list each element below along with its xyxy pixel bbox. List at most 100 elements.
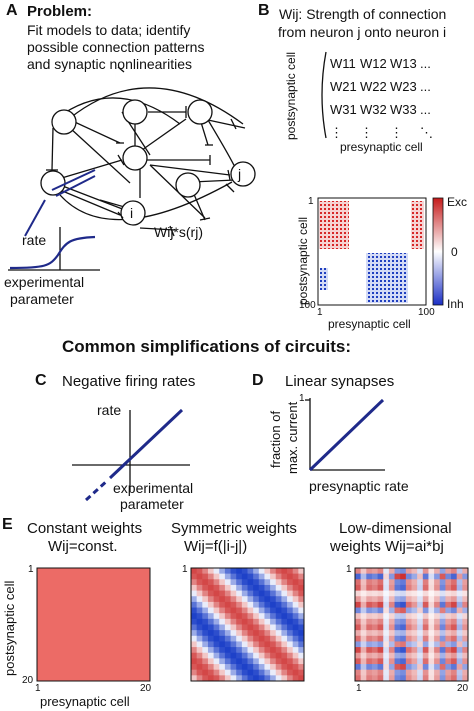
low-dim-cell [456, 652, 463, 659]
low-dim-cell [371, 618, 379, 625]
symmetric-cell [275, 630, 282, 637]
matrix-3-title-2: weights Wij=ai*bj [330, 538, 444, 555]
panel-c-xlabel-2: parameter [120, 496, 184, 512]
symmetric-cell [292, 630, 299, 637]
low-dim-cell [451, 573, 458, 580]
symmetric-cell [247, 658, 254, 665]
low-dim-cell [400, 624, 407, 631]
low-dim-cell [394, 568, 401, 575]
low-dim-cell [422, 630, 429, 637]
low-dim-cell [417, 601, 424, 609]
symmetric-cell [213, 658, 220, 665]
low-dim-cell [445, 618, 452, 625]
low-dim-cell [417, 664, 424, 671]
symmetric-cell [253, 618, 260, 625]
low-dim-cell [388, 652, 396, 659]
symmetric-cell [191, 630, 198, 637]
e1-ytick-start: 1 [28, 564, 34, 575]
symmetric-cell [287, 607, 294, 614]
symmetric-cell [287, 590, 294, 597]
symmetric-cell [241, 635, 248, 642]
low-dim-cell [383, 618, 390, 625]
low-dim-cell [456, 579, 463, 586]
low-dim-cell [434, 675, 441, 682]
symmetric-cell [287, 658, 294, 665]
low-dim-cell [366, 647, 373, 654]
low-dim-cell [451, 590, 458, 597]
symmetric-cell [292, 601, 299, 609]
symmetric-cell [270, 618, 277, 625]
low-dim-cell [456, 647, 463, 654]
symmetric-cell [275, 596, 282, 603]
symmetric-cell [219, 658, 226, 665]
network-node [122, 145, 148, 171]
symmetric-cell [253, 607, 260, 614]
symmetric-cell [253, 641, 260, 648]
symmetric-cell [224, 664, 232, 671]
symmetric-cell [213, 568, 220, 575]
low-dim-cell [451, 635, 458, 642]
low-dim-cell [360, 584, 367, 592]
low-dim-cell [371, 658, 379, 665]
symmetric-cell [298, 647, 305, 654]
low-dim-cell [383, 573, 390, 580]
symmetric-cell [213, 573, 220, 580]
low-dim-cell [383, 624, 390, 631]
symmetric-cell [292, 596, 299, 603]
symmetric-cell [292, 669, 299, 676]
symmetric-cell [275, 590, 282, 597]
symmetric-cell [241, 630, 248, 637]
low-dim-cell [456, 658, 463, 665]
low-dim-cell [439, 618, 446, 625]
low-dim-cell [439, 641, 446, 648]
matrix-entry: ⋱ [420, 125, 433, 140]
symmetric-cell [191, 584, 198, 592]
low-dim-cell [428, 579, 435, 586]
symmetric-cell [281, 584, 288, 592]
panel-b-title-2: from neuron j onto neuron i [278, 24, 447, 40]
symmetric-cell [202, 635, 209, 642]
low-dim-cell [434, 647, 441, 654]
symmetric-cell [219, 573, 226, 580]
symmetric-cell [202, 596, 209, 603]
low-dim-cell [462, 573, 469, 580]
matrix-entry: W22 [360, 79, 387, 94]
symmetric-cell [241, 590, 248, 597]
symmetric-cell [241, 618, 248, 625]
symmetric-cell [202, 664, 209, 671]
symmetric-cell [270, 568, 277, 575]
low-dim-cell [445, 613, 452, 620]
low-dim-cell [355, 635, 362, 642]
low-dim-cell [371, 635, 379, 642]
low-dim-cell [439, 584, 446, 592]
low-dim-cell [366, 607, 373, 614]
low-dim-cell [355, 618, 362, 625]
low-dim-cell [456, 675, 463, 682]
symmetric-cell [247, 641, 254, 648]
symmetric-cell [241, 579, 248, 586]
symmetric-cell [207, 652, 215, 659]
symmetric-cell [196, 613, 203, 620]
low-dim-cell [371, 573, 379, 580]
symmetric-cell [247, 573, 254, 580]
symmetric-cell [275, 635, 282, 642]
low-dim-cell [388, 658, 396, 665]
low-dim-cell [371, 601, 379, 609]
panel-c-title: Negative firing rates [62, 373, 196, 390]
low-dim-cell [422, 607, 429, 614]
symmetric-cell [219, 664, 226, 671]
symmetric-cell [247, 630, 254, 637]
symmetric-cell [292, 607, 299, 614]
low-dim-cell [439, 675, 446, 682]
symmetric-cell [207, 664, 215, 671]
e1-ytick-end: 20 [22, 675, 34, 686]
symmetric-cell [219, 652, 226, 659]
low-dim-cell [445, 607, 452, 614]
low-dim-cell [377, 647, 384, 654]
symmetric-cell [298, 635, 305, 642]
low-dim-cell [422, 624, 429, 631]
low-dim-cell [422, 647, 429, 654]
panel-e-ylabel: postsynaptic cell [2, 580, 17, 676]
symmetric-cell [230, 590, 237, 597]
low-dim-cell [428, 568, 435, 575]
